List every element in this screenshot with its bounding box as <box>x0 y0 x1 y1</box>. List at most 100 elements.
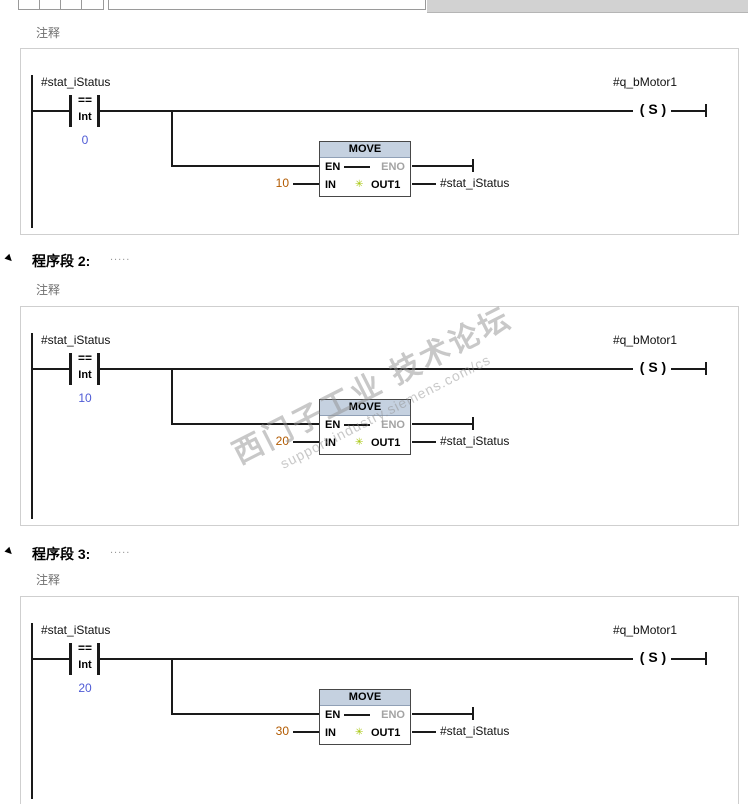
pin-out1: OUT1 <box>371 437 401 449</box>
toolbar-cell <box>18 0 41 10</box>
wire <box>344 714 370 716</box>
compare-value[interactable]: 10 <box>78 391 92 405</box>
contact-bar[interactable] <box>97 643 100 675</box>
wire <box>293 731 319 733</box>
pin-eno: ENO <box>381 709 405 721</box>
coil-operand[interactable]: #q_bMotor1 <box>613 623 678 637</box>
move-out-operand[interactable]: #stat_iStatus <box>440 176 510 190</box>
set-coil[interactable]: ( S ) <box>639 359 667 375</box>
branch-wire <box>171 110 173 167</box>
compare-type[interactable]: Int <box>78 111 92 123</box>
pin-en: EN <box>325 161 341 173</box>
set-coil[interactable]: ( S ) <box>639 649 667 665</box>
wire <box>171 713 319 715</box>
wire <box>293 441 319 443</box>
network-title[interactable]: 程序段 3: <box>32 546 91 562</box>
pin-out1: OUT1 <box>371 179 401 191</box>
panel-edge <box>427 0 748 13</box>
left-power-rail <box>31 623 33 799</box>
pin-in: IN <box>325 179 336 191</box>
move-in-constant[interactable]: 10 <box>275 176 289 190</box>
wire <box>412 441 436 443</box>
pin-in: IN <box>325 437 336 449</box>
branch-wire <box>171 368 173 425</box>
pin-in: IN <box>325 727 336 739</box>
wire-end-tick <box>472 417 474 430</box>
coil-operand[interactable]: #q_bMotor1 <box>613 333 678 347</box>
wire <box>344 424 370 426</box>
coil-operand[interactable]: #q_bMotor1 <box>613 75 678 89</box>
toolbar-cell <box>81 0 104 10</box>
compare-type[interactable]: Int <box>78 369 92 381</box>
collapse-arrow-icon[interactable]: ▶ <box>3 252 16 265</box>
network-title-placeholder[interactable]: ..... <box>110 251 131 263</box>
move-block[interactable]: MOVE EN ENO IN ✳ OUT1 <box>319 399 411 455</box>
branch-wire <box>171 658 173 715</box>
set-coil[interactable]: ( S ) <box>639 101 667 117</box>
network-header: ▶ 程序段 3: ..... <box>0 543 748 563</box>
wire <box>100 658 633 660</box>
wire <box>293 183 319 185</box>
compare-type[interactable]: Int <box>78 659 92 671</box>
contact-bar[interactable] <box>69 353 72 385</box>
pin-out1: OUT1 <box>371 727 401 739</box>
rung-end-tick <box>705 362 707 375</box>
contact-bar[interactable] <box>97 95 100 127</box>
collapse-arrow-icon[interactable]: ▶ <box>3 545 16 558</box>
contact-operand[interactable]: #stat_iStatus <box>41 333 111 347</box>
network-comment[interactable]: 注释 <box>36 573 61 587</box>
move-in-constant[interactable]: 20 <box>275 434 289 448</box>
compare-operator: == <box>77 351 92 365</box>
toolbar-cell <box>60 0 83 10</box>
wire <box>33 658 69 660</box>
compare-value[interactable]: 0 <box>81 133 89 147</box>
wire <box>671 368 705 370</box>
wire-end-tick <box>472 707 474 720</box>
wire <box>171 423 319 425</box>
move-out-operand[interactable]: #stat_iStatus <box>440 434 510 448</box>
pin-eno: ENO <box>381 419 405 431</box>
network-ladder-area: #stat_iStatus == Int 0 MOVE EN ENO IN ✳ … <box>20 48 739 235</box>
wire <box>171 165 319 167</box>
rung-end-tick <box>705 652 707 665</box>
wire <box>412 423 472 425</box>
left-power-rail <box>31 75 33 228</box>
toolbar-cell <box>108 0 426 10</box>
compare-operator: == <box>77 641 92 655</box>
move-block-title: MOVE <box>320 142 410 158</box>
pin-en: EN <box>325 709 341 721</box>
network-ladder-area: #stat_iStatus == Int 20 MOVE EN ENO IN ✳… <box>20 596 739 804</box>
move-block-title: MOVE <box>320 400 410 416</box>
wire <box>671 110 705 112</box>
network-comment[interactable]: 注释 <box>36 26 61 40</box>
left-power-rail <box>31 333 33 519</box>
contact-operand[interactable]: #stat_iStatus <box>41 623 111 637</box>
wire <box>412 731 436 733</box>
move-block-title: MOVE <box>320 690 410 706</box>
wire <box>412 165 472 167</box>
wire <box>33 368 69 370</box>
move-block[interactable]: MOVE EN ENO IN ✳ OUT1 <box>319 141 411 197</box>
network-comment[interactable]: 注释 <box>36 283 61 297</box>
compare-value[interactable]: 20 <box>78 681 92 695</box>
compare-operator: == <box>77 93 92 107</box>
wire <box>100 368 633 370</box>
sparkle-icon: ✳ <box>355 437 364 448</box>
sparkle-icon: ✳ <box>355 727 364 738</box>
wire <box>671 658 705 660</box>
move-block[interactable]: MOVE EN ENO IN ✳ OUT1 <box>319 689 411 745</box>
pin-eno: ENO <box>381 161 405 173</box>
rung-end-tick <box>705 104 707 117</box>
move-out-operand[interactable]: #stat_iStatus <box>440 724 510 738</box>
wire-end-tick <box>472 159 474 172</box>
contact-bar[interactable] <box>69 643 72 675</box>
move-in-constant[interactable]: 30 <box>275 724 289 738</box>
network-title-placeholder[interactable]: ..... <box>110 544 131 556</box>
network-title[interactable]: 程序段 2: <box>32 253 91 269</box>
wire <box>412 183 436 185</box>
contact-bar[interactable] <box>69 95 72 127</box>
contact-bar[interactable] <box>97 353 100 385</box>
wire <box>344 166 370 168</box>
contact-operand[interactable]: #stat_iStatus <box>41 75 111 89</box>
